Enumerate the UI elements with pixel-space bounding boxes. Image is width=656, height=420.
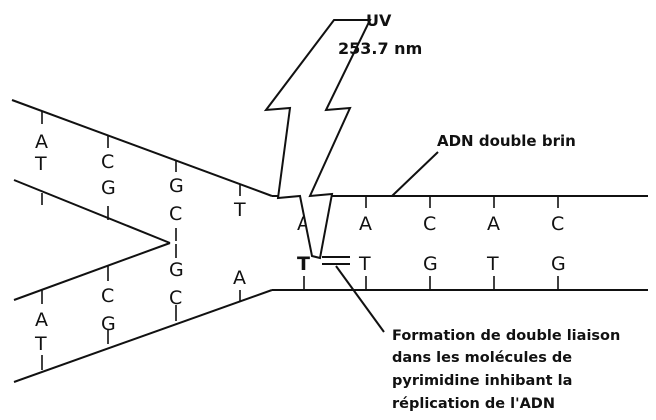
- lower-fork-top-backbone: [13, 242, 171, 301]
- upper-fork-strand: [11, 99, 273, 244]
- formation-label-line-4: réplication de l'ADN: [392, 396, 555, 412]
- duplex-bottom-bases: T T G T G: [297, 253, 566, 275]
- base-letter: T: [34, 333, 47, 355]
- upper-fork-bottom-backbone: [13, 179, 171, 244]
- formation-label-line-1: Formation de double liaison: [392, 328, 620, 344]
- lower-fork-bases: A T C G G C A: [34, 259, 246, 355]
- double-strand: [272, 195, 648, 291]
- base-letter: C: [169, 203, 182, 225]
- dna-double-strand-label: ADN double brin: [437, 132, 576, 150]
- base-letter: C: [101, 285, 114, 307]
- base-letter: T: [34, 153, 47, 175]
- uv-label: UV: [366, 11, 392, 30]
- base-letter: G: [169, 259, 184, 281]
- lower-fork-bottom-backbone: [13, 289, 273, 383]
- base-letter: A: [35, 131, 48, 153]
- upper-fork-bases: A T C G G C T: [34, 131, 246, 225]
- upper-fork-ticks: [41, 111, 241, 241]
- base-letter: T: [486, 253, 499, 275]
- base-letter: T: [233, 199, 246, 221]
- base-letter: T: [297, 253, 310, 275]
- lower-fork-strand: [13, 242, 273, 383]
- formation-label-leader: [335, 265, 385, 333]
- base-letter: A: [35, 309, 48, 331]
- base-letter: G: [169, 175, 184, 197]
- base-letter: A: [359, 213, 372, 235]
- base-letter: G: [423, 253, 438, 275]
- base-letter: G: [551, 253, 566, 275]
- upper-fork-top-backbone: [11, 99, 273, 197]
- base-letter: C: [423, 213, 436, 235]
- base-letter: G: [101, 313, 116, 335]
- base-letter: G: [101, 177, 116, 199]
- lightning-bolt-icon: [263, 19, 372, 260]
- lower-fork-ticks: [41, 244, 241, 370]
- base-letter: C: [101, 151, 114, 173]
- base-letter: T: [358, 253, 371, 275]
- dna-label-leader: [391, 151, 439, 197]
- base-letter: A: [487, 213, 500, 235]
- base-letter: C: [551, 213, 564, 235]
- formation-label-line-3: pyrimidine inhibant la: [392, 373, 572, 389]
- uv-wavelength-label: 253.7 nm: [338, 39, 422, 58]
- pyrimidine-dimer-bond: [322, 256, 350, 265]
- base-letter: A: [233, 267, 246, 289]
- base-letter: C: [169, 287, 182, 309]
- duplex-top-bases: A A C A C: [297, 213, 564, 235]
- formation-label-line-2: dans les molécules de: [392, 350, 572, 366]
